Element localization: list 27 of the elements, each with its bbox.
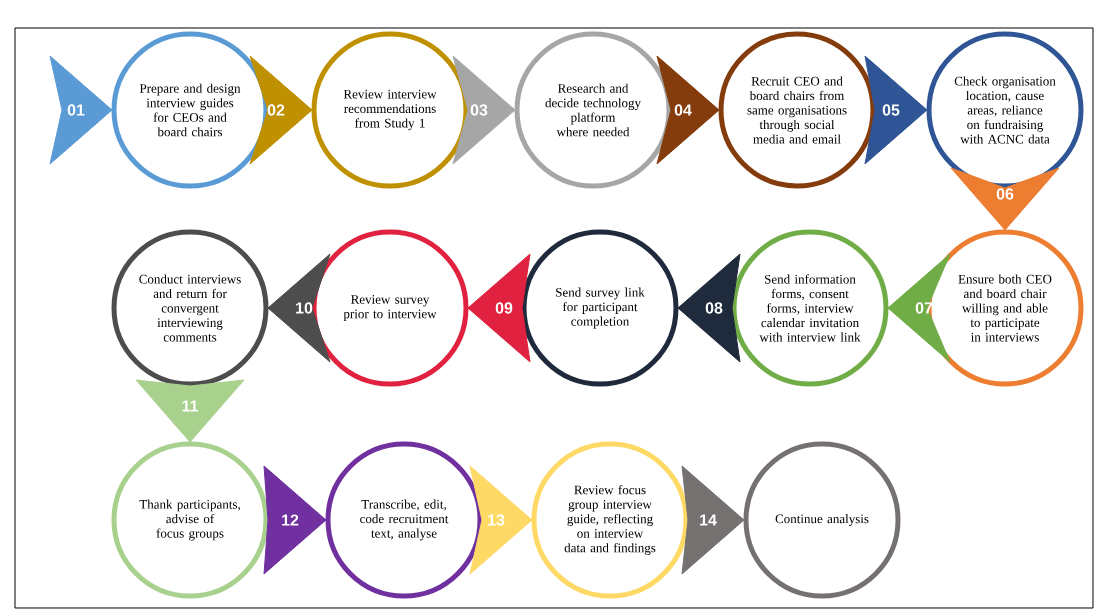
chevron-arrow (887, 253, 951, 363)
chevron-arrow (135, 379, 245, 443)
edge-label: 04 (674, 104, 692, 116)
edge-label: 08 (705, 302, 723, 314)
chevron-arrow (49, 55, 113, 165)
chevron-arrow (656, 55, 720, 165)
edge-label: 11 (182, 400, 198, 412)
edge-label: 01 (67, 104, 85, 116)
edge-label: 09 (495, 302, 513, 314)
edge-label: 02 (267, 104, 285, 116)
edge-label: 10 (296, 302, 313, 314)
chevron-arrow (681, 465, 745, 575)
chevron-arrow (950, 167, 1060, 231)
chevron-arrow (249, 55, 313, 165)
chevron-arrow (469, 465, 533, 575)
edge-label: 06 (996, 188, 1014, 200)
chevron-arrow (677, 253, 741, 363)
edge-label: 13 (488, 514, 505, 526)
chevron-arrow (452, 55, 516, 165)
chevron-arrow (467, 253, 531, 363)
chevron-arrow (864, 55, 928, 165)
edge-label: 12 (282, 514, 299, 526)
chevron-arrow (263, 465, 327, 575)
edge-label: 05 (882, 104, 900, 116)
chevron-arrow (267, 253, 331, 363)
edge-label: 03 (470, 104, 488, 116)
edge-label: 14 (700, 514, 717, 526)
